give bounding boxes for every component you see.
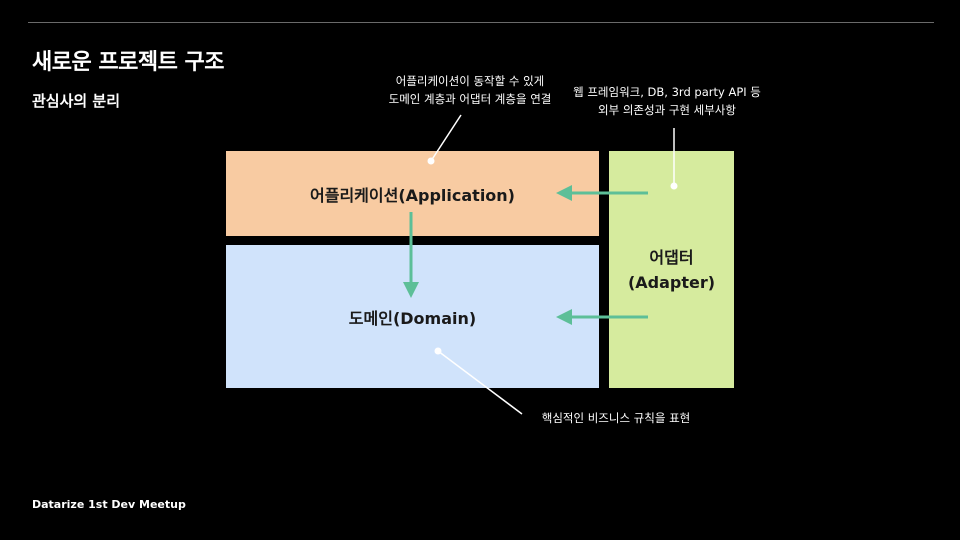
application-note-line2: 도메인 계층과 어댑터 계층을 연결 [388,92,552,106]
domain-layer-box: 도메인(Domain) [226,245,599,388]
top-divider [28,22,934,23]
application-note-line1: 어플리케이션이 동작할 수 있게 [395,74,545,88]
adapter-layer-label-line2: (Adapter) [627,272,716,292]
domain-layer-label: 도메인(Domain) [348,308,477,328]
adapter-layer-label-line1: 어댑터 [649,247,694,267]
callout-application [427,114,462,165]
footer-text: Datarize 1st Dev Meetup [32,498,186,511]
adapter-layer-box: 어댑터 (Adapter) [609,151,734,388]
callout-domain [434,347,523,415]
arrow-application-to-domain [403,212,419,298]
slide-subtitle: 관심사의 분리 [32,92,121,110]
domain-note: 핵심적인 비즈니스 규칙을 표현 [516,409,716,427]
application-note: 어플리케이션이 동작할 수 있게 도메인 계층과 어댑터 계층을 연결 [360,72,580,108]
arrow-adapter-to-application [556,185,648,201]
adapter-note: 웹 프레임워크, DB, 3rd party API 등 외부 의존성과 구현 … [556,83,778,119]
adapter-note-line2: 외부 의존성과 구현 세부사항 [598,103,736,117]
arrow-adapter-to-domain [556,309,648,325]
callout-adapter [670,128,678,190]
adapter-note-line1: 웹 프레임워크, DB, 3rd party API 등 [573,85,761,99]
application-layer-label: 어플리케이션(Application) [310,185,515,205]
slide-title: 새로운 프로젝트 구조 [32,50,224,75]
domain-note-line1: 핵심적인 비즈니스 규칙을 표현 [541,411,691,425]
